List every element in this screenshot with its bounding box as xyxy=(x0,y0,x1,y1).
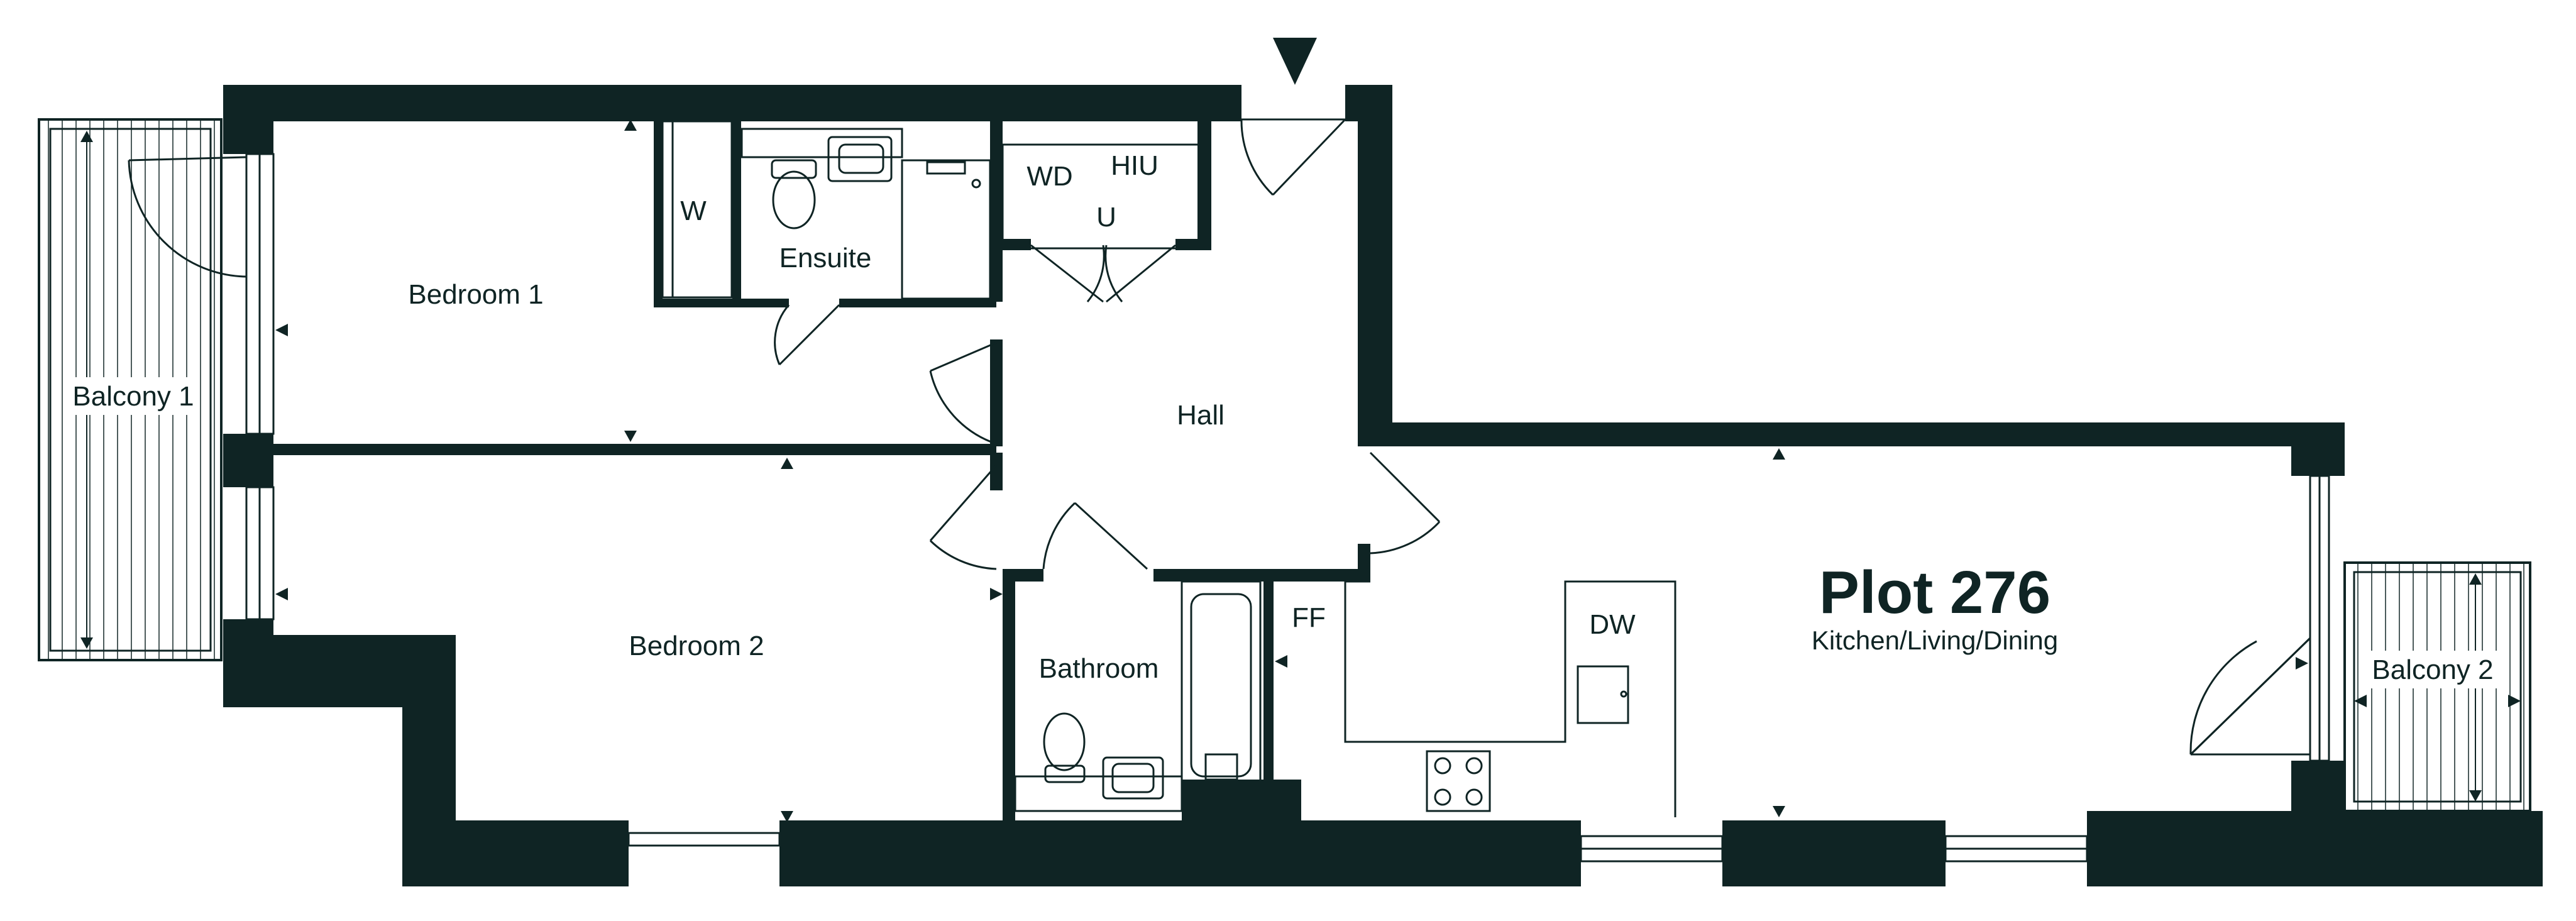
washer-dryer-label: WD xyxy=(1027,161,1072,192)
balcony-1-label: Balcony 1 xyxy=(72,381,194,412)
door-swing-icon xyxy=(1042,502,1148,570)
bedroom-2-label: Bedroom 2 xyxy=(629,631,764,661)
door-swing-icon xyxy=(929,341,997,445)
door-swing-icon xyxy=(1030,244,1176,303)
dishwasher-label: DW xyxy=(1589,609,1636,640)
wc-icon xyxy=(1043,712,1086,783)
dimension-arrow-icon xyxy=(2354,695,2367,707)
bedroom-1-label: Bedroom 1 xyxy=(408,279,543,310)
dimension-arrow-icon xyxy=(2469,573,2482,585)
bath-icon xyxy=(1181,580,1262,784)
dimension-arrow-icon xyxy=(275,324,288,336)
dimension-arrow-icon xyxy=(781,458,793,469)
hob-icon xyxy=(1426,750,1491,812)
dimension-arrow-icon xyxy=(80,637,93,649)
plot-title: Plot 276 xyxy=(1819,559,2050,626)
dimension-arrow-icon xyxy=(2508,695,2521,707)
ensuite-label: Ensuite xyxy=(779,243,872,273)
dimension-arrow-icon xyxy=(80,131,93,142)
fixtures xyxy=(661,120,1676,817)
dimension-arrow-icon xyxy=(624,119,637,131)
windows xyxy=(245,153,2330,863)
external-walls xyxy=(223,85,2543,886)
bathroom-label: Bathroom xyxy=(1039,653,1159,684)
basin-icon xyxy=(1102,756,1164,800)
window-icon xyxy=(627,832,781,847)
dimension-arrow-icon xyxy=(1275,655,1287,668)
dimension-arrow-icon xyxy=(624,431,637,442)
utility-label: U xyxy=(1096,202,1116,233)
dimension-arrows xyxy=(80,119,2521,822)
door-swing-icon xyxy=(774,304,840,366)
hiu-label: HIU xyxy=(1111,150,1159,181)
dimension-arrow-icon xyxy=(990,588,1003,600)
dimension-arrow-icon xyxy=(1773,806,1785,817)
fridge-freezer-label: FF xyxy=(1292,602,1326,633)
dimension-arrow-icon xyxy=(2469,790,2482,802)
basin-icon xyxy=(827,136,893,182)
hall-label: Hall xyxy=(1177,400,1225,431)
plot-subtitle: Kitchen/Living/Dining xyxy=(1812,626,2058,655)
dimension-arrow-icon xyxy=(2296,657,2308,670)
door-swing-icon xyxy=(2189,637,2311,756)
dimension-arrow-icon xyxy=(275,588,288,600)
entrance-arrow-icon xyxy=(1273,38,1317,85)
balcony-2-label: Balcony 2 xyxy=(2372,654,2493,685)
door-swing-icon xyxy=(1240,118,1346,196)
dimension-arrow-icon xyxy=(781,811,793,822)
wardrobe-label: W xyxy=(680,196,707,226)
door-swing-icon xyxy=(1369,451,1441,554)
door-swings xyxy=(128,118,2311,756)
dimension-arrow-icon xyxy=(1773,448,1785,460)
wc-icon xyxy=(771,159,817,229)
door-swing-icon xyxy=(128,156,247,278)
door-swing-icon xyxy=(929,465,998,570)
dimension-lines xyxy=(86,142,2476,790)
